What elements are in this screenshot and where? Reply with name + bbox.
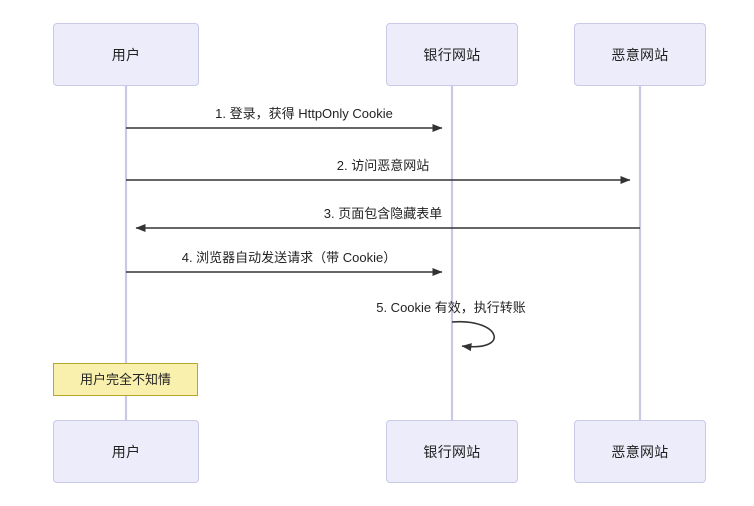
participant-label-evil-top: 恶意网站 bbox=[611, 46, 669, 63]
participant-box-bank-top[interactable]: 银行网站 bbox=[386, 23, 518, 86]
participant-label-evil-bottom: 恶意网站 bbox=[611, 443, 669, 460]
participant-box-bank-bottom[interactable]: 银行网站 bbox=[386, 420, 518, 483]
message-label-4: 4. 浏览器自动发送请求（带 Cookie） bbox=[181, 250, 397, 265]
participant-box-evil-top[interactable]: 恶意网站 bbox=[574, 23, 706, 86]
participant-label-bank-bottom: 银行网站 bbox=[423, 443, 481, 460]
participant-label-user-bottom: 用户 bbox=[111, 443, 141, 460]
participant-label-bank-top: 银行网站 bbox=[423, 46, 481, 63]
note-user-unaware[interactable]: 用户完全不知情 bbox=[53, 363, 198, 396]
message-label-2: 2. 访问恶意网站 bbox=[336, 158, 430, 173]
participant-box-evil-bottom[interactable]: 恶意网站 bbox=[574, 420, 706, 483]
message-label-1: 1. 登录，获得 HttpOnly Cookie bbox=[215, 106, 393, 121]
participant-label-user-top: 用户 bbox=[111, 46, 141, 63]
note-label-user-unaware: 用户完全不知情 bbox=[79, 372, 171, 387]
message-arrow-5-self-loop bbox=[451, 320, 495, 352]
message-label-3: 3. 页面包含隐藏表单 bbox=[323, 206, 443, 221]
participant-box-user-top[interactable]: 用户 bbox=[53, 23, 199, 86]
participant-box-user-bottom[interactable]: 用户 bbox=[53, 420, 199, 483]
message-label-5: 5. Cookie 有效，执行转账 bbox=[376, 300, 526, 315]
message-arrows bbox=[126, 124, 640, 352]
